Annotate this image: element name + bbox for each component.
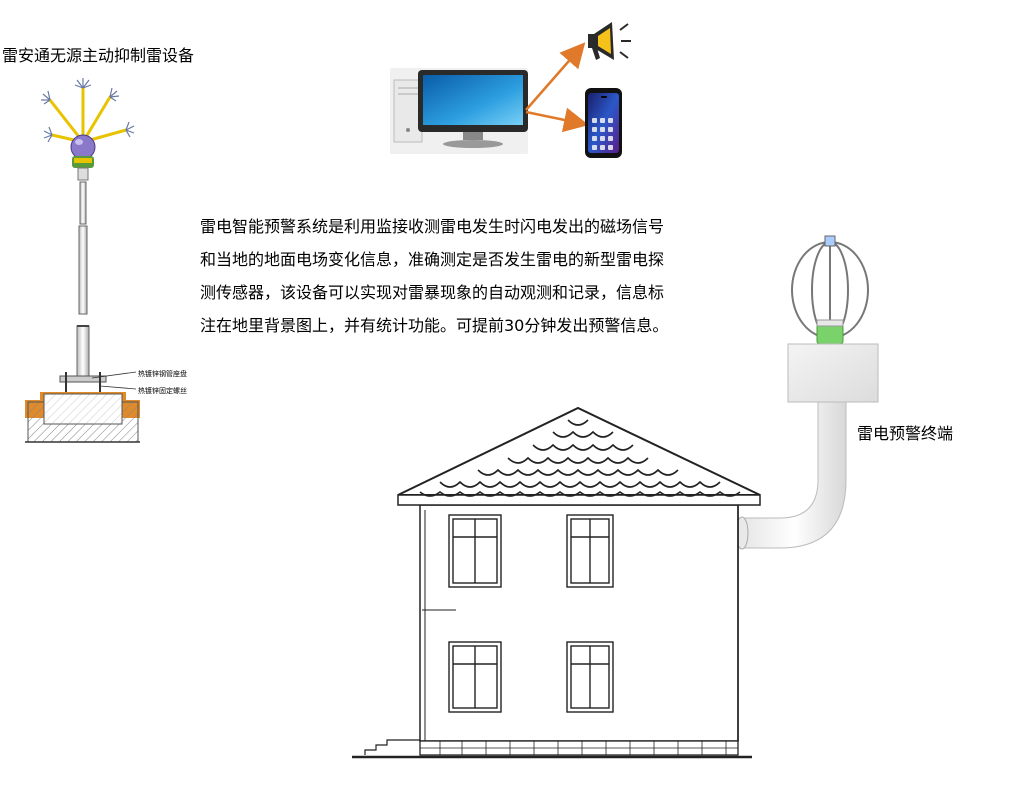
- lightning-suppression-device: [25, 78, 140, 443]
- description-line: 和当地的地面电场变化信息，准确测定是否发生雷电的新型雷电探: [200, 250, 665, 269]
- system-description: 雷电智能预警系统是利用监接收测雷电发生时闪电发出的磁场信号 和当地的地面电场变化…: [200, 210, 740, 342]
- description-line: 注在地里背景图上，并有统计功能。可提前30分钟发出预警信息。: [200, 316, 669, 335]
- device-title: 雷安通无源主动抑制雷设备: [2, 46, 195, 65]
- computer-icon: [390, 68, 528, 154]
- annotation-steel-base: 热镀锌钢管座盘: [138, 370, 187, 378]
- description-line: 雷电智能预警系统是利用监接收测雷电发生时闪电发出的磁场信号: [200, 217, 665, 236]
- description-line: 测传感器，该设备可以实现对雷暴现象的自动观测和记录，信息标: [200, 283, 665, 302]
- smartphone-icon: [585, 88, 622, 158]
- signal-arrows: [525, 42, 589, 133]
- house-drawing: [352, 406, 761, 759]
- megaphone-icon: [588, 22, 631, 60]
- annotation-fixing-bolt: 热镀锌固定螺丝: [138, 387, 187, 395]
- terminal-label: 雷电预警终端: [857, 424, 954, 443]
- lightning-warning-terminal: [735, 235, 879, 550]
